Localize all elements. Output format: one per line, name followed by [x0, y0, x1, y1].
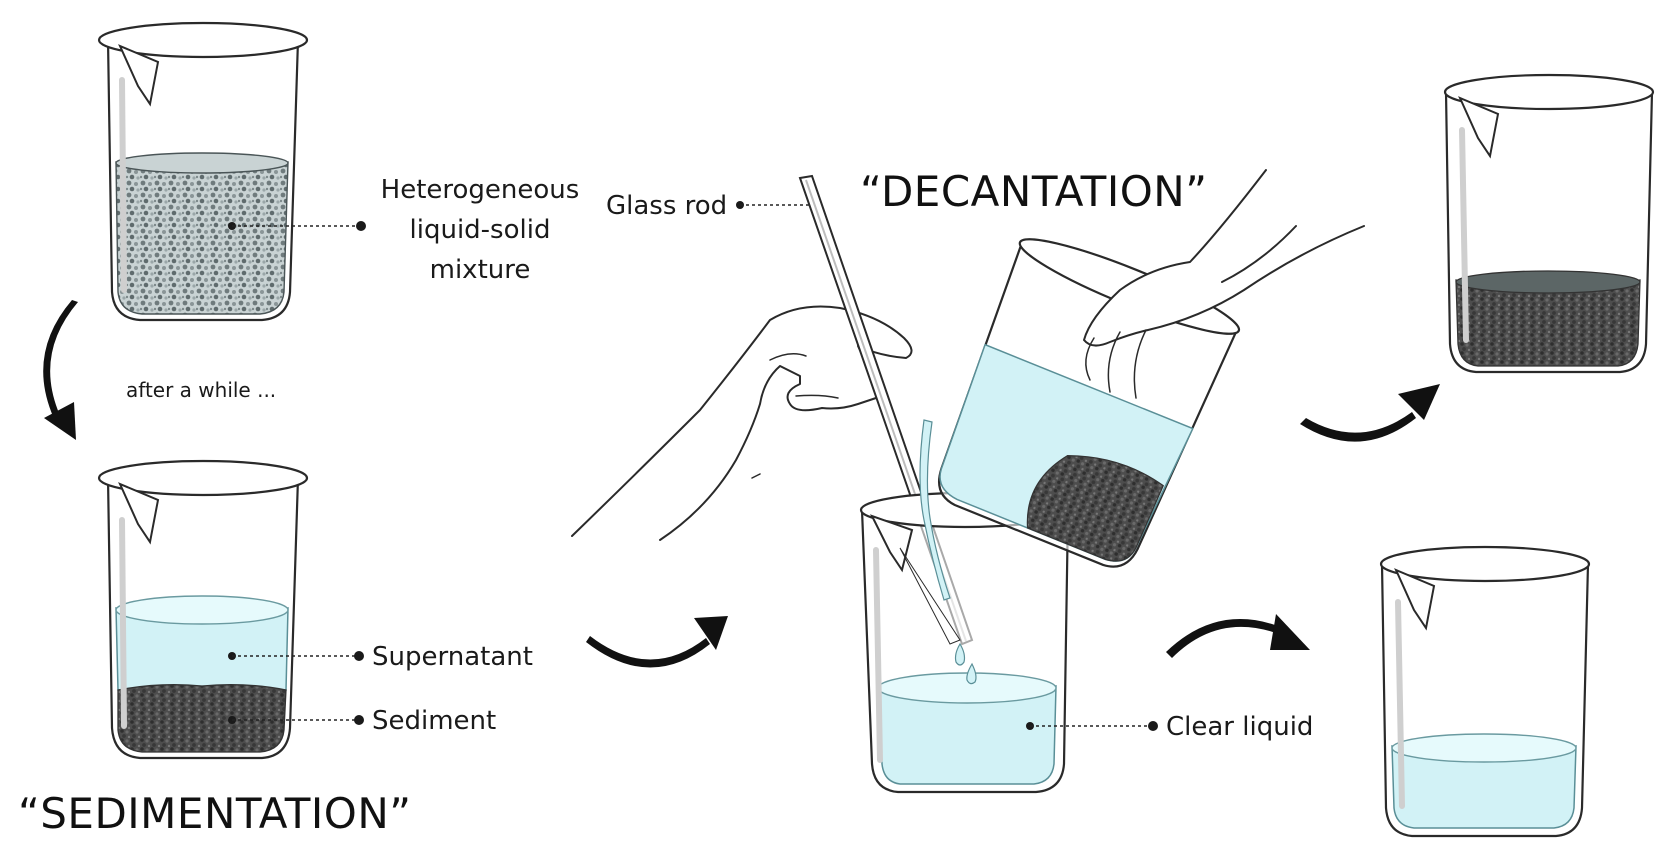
mixture-label-line2: liquid-solid [410, 215, 551, 245]
arrow-down-sedimentation [43, 300, 78, 440]
sediment-layer [117, 684, 287, 753]
supernatant-label: Supernatant [372, 642, 533, 672]
beaker-sediment-result [1443, 73, 1655, 374]
mixture-label-line3: mixture [430, 255, 531, 285]
pouring-stream [919, 419, 951, 601]
arrow-to-liquid-result [1166, 614, 1310, 658]
after-a-while-label: after a while ... [126, 378, 276, 402]
sedimentation-title: “SEDIMENTATION” [18, 789, 412, 838]
supernatant-callout: Supernatant [228, 642, 533, 672]
clear-liquid-label: Clear liquid [1166, 712, 1313, 742]
beaker-clear-liquid-result [1379, 545, 1591, 838]
sediment-callout: Sediment [228, 706, 496, 736]
glass-rod-callout: Glass rod [606, 191, 812, 221]
mixture-fill [115, 161, 289, 315]
decantation-title: “DECANTATION” [860, 167, 1207, 216]
mixture-label-line1: Heterogeneous [381, 175, 580, 205]
sediment-label: Sediment [372, 706, 496, 736]
beaker-mixture [97, 21, 309, 322]
pouring-sediment [1026, 455, 1164, 562]
glass-rod-label: Glass rod [606, 191, 727, 221]
beaker-sedimentation [97, 459, 309, 760]
right-hand [1083, 169, 1365, 399]
arrow-to-sediment-result [1300, 384, 1440, 442]
mixture-callout: Heterogeneous liquid-solid mixture [228, 175, 579, 285]
arrow-to-decantation [586, 616, 728, 668]
clear-liquid-callout: Clear liquid [1026, 712, 1313, 742]
